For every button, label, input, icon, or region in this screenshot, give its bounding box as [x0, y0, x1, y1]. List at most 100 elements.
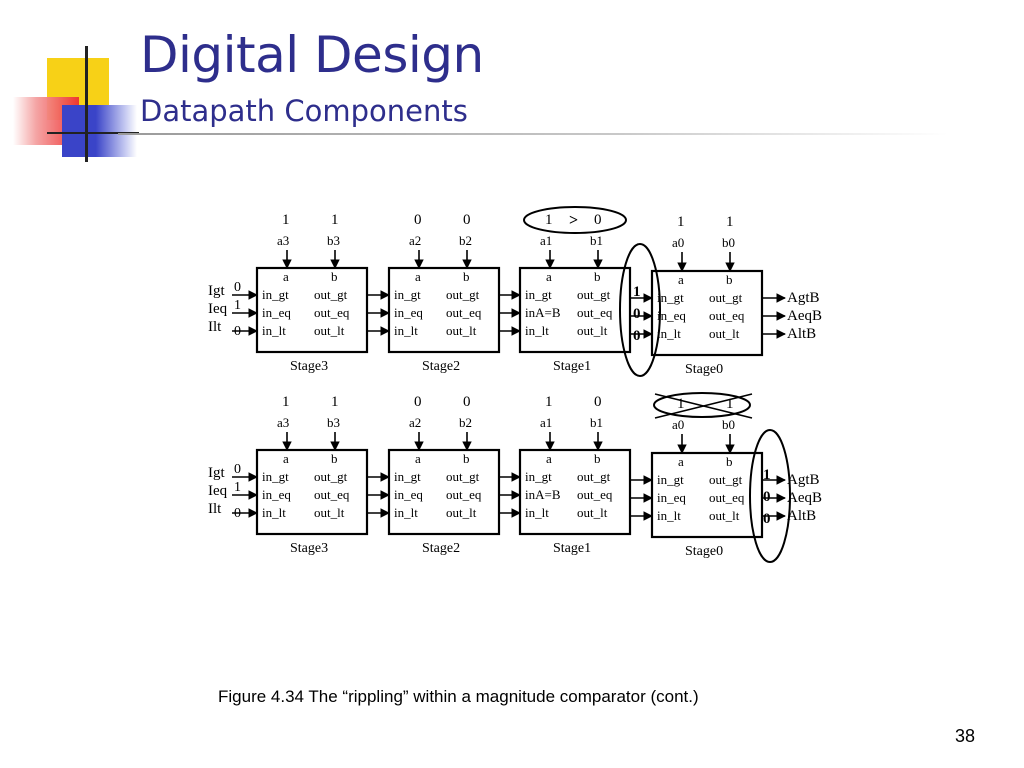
- port-in-gt-label: in_gt: [262, 469, 289, 484]
- b-input-value: 0: [594, 212, 602, 228]
- port-b-label: b: [463, 451, 470, 466]
- output-altb: AltB: [787, 508, 816, 524]
- port-a-label: a: [678, 272, 684, 287]
- port-a-label: a: [415, 451, 421, 466]
- a-input-name: a1: [540, 233, 552, 248]
- a-input-name: a0: [672, 417, 684, 432]
- output-value: 0: [763, 511, 771, 527]
- b-input-name: b0: [722, 417, 735, 432]
- port-b-label: b: [463, 269, 470, 284]
- external-input-label-igt: Igt: [208, 465, 225, 481]
- a-input-value: 1: [677, 214, 685, 230]
- port-out-eq-label: out_eq: [314, 487, 350, 502]
- port-in-lt-label: in_lt: [394, 505, 418, 520]
- port-in-lt-label: in_lt: [657, 326, 681, 341]
- stage-name: Stage1: [553, 541, 591, 556]
- a-input-value: 1: [282, 394, 290, 410]
- a-input-name: a3: [277, 415, 289, 430]
- a-input-name: a2: [409, 233, 421, 248]
- port-in-lt-label: in_lt: [262, 323, 286, 338]
- external-input-label-ieq: Ieq: [208, 301, 228, 317]
- output-value: 1: [763, 467, 771, 483]
- a-input-value: 0: [414, 212, 422, 228]
- port-in-eq-label: in_eq: [394, 487, 423, 502]
- b-input-value: 0: [594, 394, 602, 410]
- a-input-value: 1: [545, 212, 553, 228]
- a-input-value: 1: [677, 396, 685, 412]
- port-a-label: a: [283, 451, 289, 466]
- stage-box: [518, 266, 632, 354]
- stage-name: Stage0: [685, 362, 723, 377]
- port-out-gt-label: out_gt: [314, 469, 348, 484]
- highlight-ellipse-stage0-inputs: [619, 243, 661, 377]
- port-in-eq-label: inA=B: [525, 305, 561, 320]
- port-in-gt-label: in_gt: [394, 469, 421, 484]
- port-b-label: b: [594, 451, 601, 466]
- b-input-name: b0: [722, 235, 735, 250]
- port-in-lt-label: in_lt: [525, 505, 549, 520]
- port-out-gt-label: out_gt: [446, 469, 480, 484]
- a-input-name: a1: [540, 415, 552, 430]
- port-out-gt-label: out_gt: [709, 472, 743, 487]
- external-input-label-igt: Igt: [208, 283, 225, 299]
- stage-name: Stage3: [290, 359, 328, 374]
- b-input-name: b2: [459, 233, 472, 248]
- port-in-gt-label: in_gt: [262, 287, 289, 302]
- port-in-lt-label: in_lt: [525, 323, 549, 338]
- stage-box: [387, 266, 501, 354]
- port-in-eq-label: inA=B: [525, 487, 561, 502]
- port-out-lt-label: out_lt: [314, 323, 345, 338]
- port-a-label: a: [678, 454, 684, 469]
- port-out-gt-label: out_gt: [577, 469, 611, 484]
- port-out-gt-label: out_gt: [709, 290, 743, 305]
- logo-horizontal-line: [47, 132, 139, 134]
- slide-subtitle: Datapath Components: [140, 94, 468, 128]
- output-aeqb: AeqB: [787, 308, 822, 324]
- port-a-label: a: [546, 451, 552, 466]
- a-input-value: 0: [414, 394, 422, 410]
- port-in-eq-label: in_eq: [657, 490, 686, 505]
- external-input-label-ilt: Ilt: [208, 319, 222, 335]
- slide-logo: [0, 0, 140, 165]
- port-out-gt-label: out_gt: [446, 287, 480, 302]
- port-out-lt-label: out_lt: [446, 505, 477, 520]
- port-in-gt-label: in_gt: [525, 469, 552, 484]
- port-in-eq-label: in_eq: [262, 487, 291, 502]
- b-input-value: 1: [331, 394, 339, 410]
- port-out-eq-label: out_eq: [709, 490, 745, 505]
- port-in-gt-label: in_gt: [657, 472, 684, 487]
- highlight-ellipse-stage1-inputs: [523, 206, 627, 234]
- crossed-ellipse-stage0-inputs: [653, 392, 751, 418]
- stage-box: [255, 448, 369, 536]
- port-out-gt-label: out_gt: [577, 287, 611, 302]
- b-input-name: b1: [590, 233, 603, 248]
- port-in-gt-label: in_gt: [394, 287, 421, 302]
- port-b-label: b: [726, 272, 733, 287]
- highlight-ellipse-outputs: [749, 429, 791, 563]
- external-input-value-ieq: 1: [234, 480, 241, 495]
- stage-box: [387, 448, 501, 536]
- port-out-eq-label: out_eq: [446, 487, 482, 502]
- external-input-value-igt: 0: [234, 280, 241, 295]
- port-in-eq-label: in_eq: [657, 308, 686, 323]
- port-in-lt-label: in_lt: [394, 323, 418, 338]
- stage0-input-value: 1: [633, 284, 641, 300]
- b-input-name: b3: [327, 233, 340, 248]
- external-input-value-ieq: 1: [234, 298, 241, 313]
- port-out-lt-label: out_lt: [577, 505, 608, 520]
- a-input-name: a0: [672, 235, 684, 250]
- title-underline: [118, 133, 948, 135]
- b-input-name: b3: [327, 415, 340, 430]
- stage-box: [255, 266, 369, 354]
- b-input-name: b1: [590, 415, 603, 430]
- stage-name: Stage2: [422, 359, 460, 374]
- port-out-eq-label: out_eq: [709, 308, 745, 323]
- port-out-lt-label: out_lt: [709, 508, 740, 523]
